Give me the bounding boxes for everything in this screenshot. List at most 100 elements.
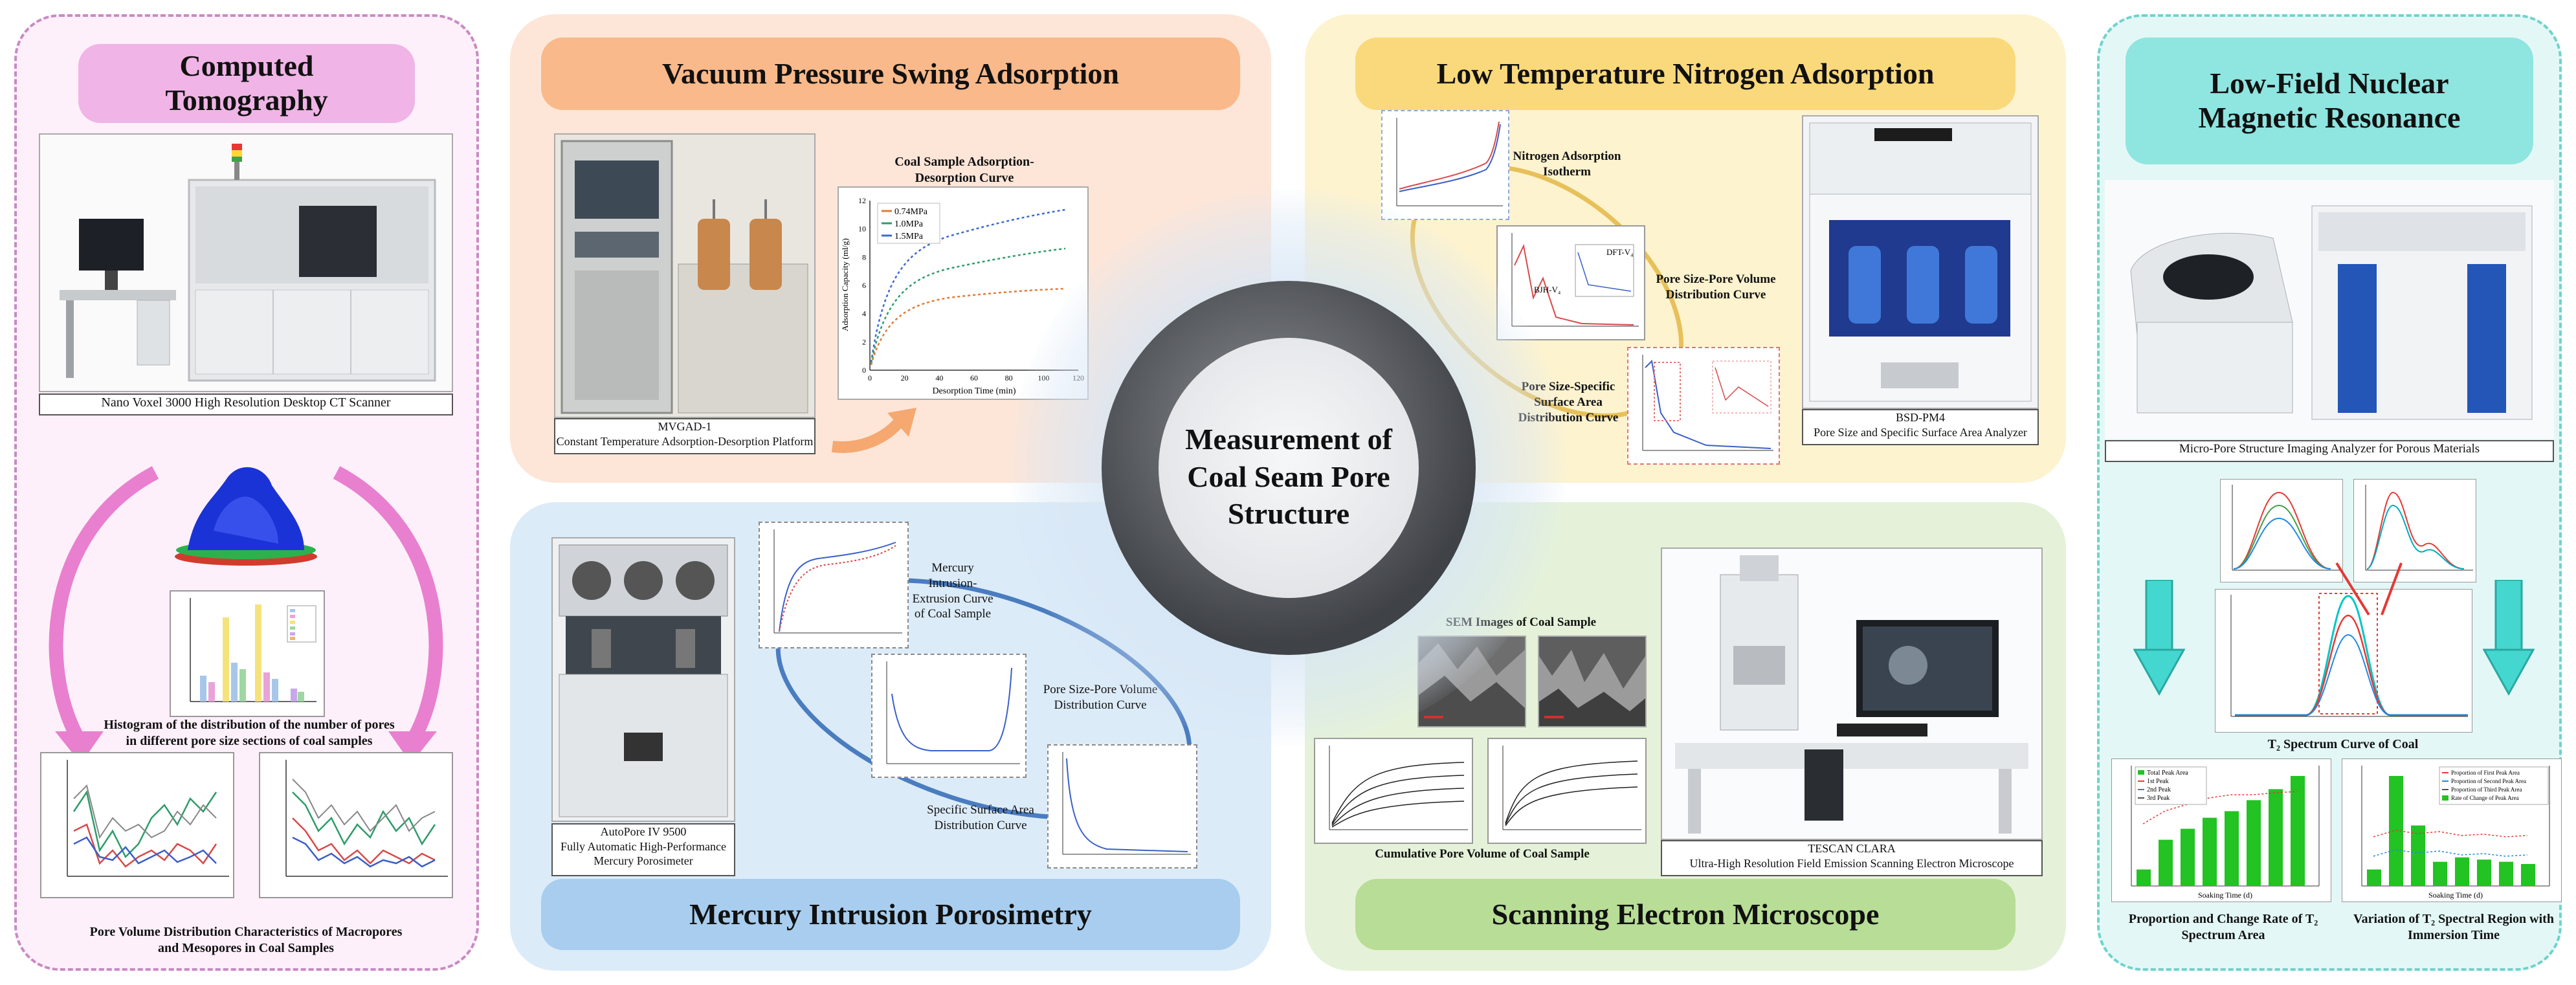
nmr-instrument-photo (2105, 180, 2554, 439)
vpsa-chart-title: Coal Sample Adsorption-Desorption Curve (894, 155, 1034, 185)
mip-instrument-name: AutoPore IV 9500 (600, 825, 687, 838)
center-title-line1: Measurement of (1185, 423, 1392, 456)
vpsa-xlabel: Desorption Time (min) (932, 386, 1016, 396)
nmr-bar (2477, 859, 2491, 886)
vpsa-y-tick: 4 (862, 309, 866, 318)
vpsa-x-tick: 40 (935, 373, 943, 382)
vpsa-legend-0: 0.74MPa (894, 207, 928, 217)
sem-cumulative-chart-2 (1487, 738, 1647, 844)
nmr-instrument-caption: Micro-Pore Structure Imaging Analyzer fo… (2105, 440, 2554, 462)
nmr-title-line1: Low-Field Nuclear (2210, 67, 2449, 100)
nmr-bar (2181, 828, 2195, 886)
mip-intrusion-label: Mercury Intrusion-Extrusion Curve of Coa… (912, 561, 994, 621)
sem-instrument-photo (1661, 548, 2043, 840)
mip-pore-volume-chart (871, 654, 1027, 778)
ltna-instrument-caption: BSD-PM4 Pore Size and Specific Surface A… (1802, 409, 2039, 445)
nmr-caption-left: Proportion and Change Rate of T₂ Spectru… (2128, 912, 2318, 942)
ltna-pore-volume-chart: DFT-V₄ BJH-V₄ (1496, 225, 1645, 340)
nmr-t2-caption: T₂ Spectrum Curve of Coal (2267, 737, 2419, 751)
nmr-bar (2455, 857, 2469, 886)
nmr-bar (2203, 817, 2217, 886)
ltna-ssa-chart (1627, 347, 1780, 465)
ltna-pore-volume-label: Pore Size-Pore Volume Distribution Curve (1656, 272, 1776, 302)
vpsa-platform-caption: MVGAD-1 Constant Temperature Adsorption-… (554, 418, 816, 454)
ltna-title: Low Temperature Nitrogen Adsorption (1355, 38, 2015, 110)
mip-intrusion-chart (759, 522, 909, 648)
nmr-title-line2: Magnetic Resonance (2198, 101, 2461, 134)
nmr-legend-left-3: 3rd Peak (2147, 795, 2170, 802)
nmr-t2-chart-small-1 (2220, 479, 2343, 582)
ct-curved-arrows (49, 466, 443, 764)
nmr-bar-chart-right: Proportion of First Peak Area Proportion… (2342, 758, 2562, 902)
mip-ssa-label: Specific Surface Area Distribution Curve (927, 803, 1034, 832)
nmr-bar (2521, 864, 2535, 886)
nmr-legend-right-1: Proportion of Second Peak Area (2451, 778, 2526, 784)
vpsa-platform-photo (554, 133, 816, 418)
nmr-legend-left-1: 1st Peak (2147, 778, 2169, 785)
vpsa-y-tick: 0 (862, 366, 866, 375)
nmr-bar (2225, 811, 2239, 886)
nmr-bar-chart-left: Total Peak Area 1st Peak 2nd Peak 3rd Pe… (2111, 758, 2331, 902)
vpsa-platform-caption-text: Constant Temperature Adsorption-Desorpti… (556, 434, 814, 448)
nmr-bar (2499, 861, 2513, 886)
sem-cumulative-chart-1 (1314, 738, 1473, 844)
vpsa-y-tick: 8 (862, 252, 866, 261)
nmr-legend-left-0: Total Peak Area (2147, 769, 2188, 777)
nmr-bar (2411, 825, 2425, 886)
mip-title: Mercury Intrusion Porosimetry (541, 879, 1240, 950)
ct-scanner-photo (39, 133, 453, 392)
vpsa-y-tick: 12 (858, 196, 866, 205)
center-inner (1159, 338, 1419, 598)
vpsa-legend-2: 1.5MPa (894, 232, 924, 241)
nmr-legend-right-2: Proportion of Third Peak Area (2451, 786, 2522, 793)
sem-image-2 (1538, 636, 1647, 727)
nmr-bar (2433, 861, 2447, 886)
vpsa-curved-arrow (831, 408, 916, 453)
ct-3d-pore-render (155, 453, 337, 570)
center-title-line2: Coal Seam Pore (1187, 459, 1390, 493)
nmr-bar (2269, 789, 2283, 886)
ltna-instrument-caption-text: Pore Size and Specific Surface Area Anal… (1814, 425, 2027, 439)
nmr-caption-right: Variation of T₂ Spectral Region with Imm… (2353, 912, 2554, 942)
nmr-xlabel-left: Soaking Time (d) (2198, 891, 2252, 900)
sem-instrument-caption: TESCAN CLARA Ultra-High Resolution Field… (1661, 840, 2043, 876)
nmr-xlabel-right: Soaking Time (d) (2428, 891, 2483, 900)
nmr-t2-chart-small-2 (2353, 479, 2476, 582)
ct-line-plot-left (40, 752, 234, 898)
nmr-right-bars (2367, 776, 2535, 886)
sem-title: Scanning Electron Microscope (1355, 879, 2015, 950)
sem-instrument-name: TESCAN CLARA (1808, 842, 1896, 855)
ltna-instrument-photo (1802, 115, 2039, 409)
nmr-bar (2159, 839, 2173, 886)
ct-scanner-caption: Nano Voxel 3000 High Resolution Desktop … (39, 393, 453, 415)
nmr-legend-right-3: Rate of Change of Peak Area (2451, 795, 2519, 801)
vpsa-y-tick: 2 (862, 337, 866, 346)
vpsa-x-tick: 60 (970, 373, 978, 382)
nmr-bar (2367, 869, 2381, 886)
vpsa-legend-1: 1.0MPa (894, 219, 924, 229)
center-title: Measurement of Coal Seam Pore Structure (1159, 421, 1419, 533)
ltna-dft-label: DFT-V₄ (1606, 247, 1634, 257)
mip-instrument-caption-text: Fully Automatic High-Performance Mercury… (561, 839, 726, 868)
mip-instrument-photo (551, 537, 735, 822)
ct-line-plot-right (259, 752, 453, 898)
nmr-red-connectors (2335, 562, 2403, 616)
ltna-isotherm-label: Nitrogen Adsorption Isotherm (1513, 149, 1621, 179)
ct-title: Computed Tomography (78, 44, 415, 123)
nmr-bar (2291, 776, 2305, 886)
ltna-bjh-label: BJH-V₄ (1534, 285, 1561, 294)
nmr-bar (2137, 869, 2151, 886)
nmr-legend-left-2: 2nd Peak (2147, 786, 2171, 793)
vpsa-x-tick: 0 (868, 373, 872, 382)
nmr-down-arrow-right (2483, 580, 2535, 696)
nmr-title: Low-Field Nuclear Magnetic Resonance (2126, 38, 2533, 164)
nmr-legend-right-0: Proportion of First Peak Area (2451, 769, 2520, 776)
vpsa-x-tick: 80 (1005, 373, 1013, 382)
mip-ssa-chart (1047, 744, 1197, 869)
nmr-down-arrow-left (2133, 580, 2185, 696)
vpsa-y-tick: 10 (858, 225, 866, 234)
vpsa-x-tick: 20 (901, 373, 909, 382)
ltna-isotherm-chart (1381, 110, 1509, 220)
ct-histogram-caption: Histogram of the distribution of the num… (104, 718, 395, 748)
